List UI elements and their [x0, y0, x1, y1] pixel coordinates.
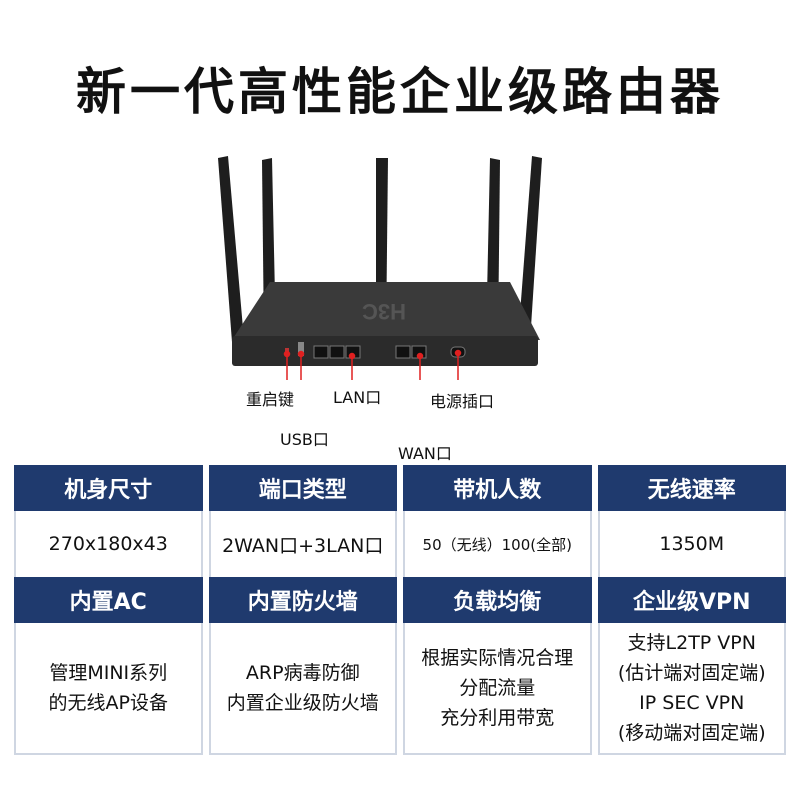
- spec-header: 负载均衡: [403, 577, 592, 623]
- router-image: H3C: [218, 156, 542, 380]
- spec-header: 内置防火墙: [208, 577, 397, 623]
- spec-value: 1350M: [597, 511, 786, 577]
- spec-value: ARP病毒防御 内置企业级防火墙: [208, 623, 397, 755]
- spec-value: 50（无线）100(全部): [403, 511, 592, 577]
- spec-value: 根据实际情况合理 分配流量 充分利用带宽: [403, 623, 592, 755]
- antenna-1: [218, 156, 244, 342]
- router-body-top: [232, 282, 540, 340]
- router-logo: H3C: [362, 299, 406, 324]
- spec-value: 270x180x43: [14, 511, 203, 577]
- spec-header: 企业级VPN: [597, 577, 786, 623]
- router-body-front: [232, 336, 538, 366]
- spec-header: 机身尺寸: [14, 465, 203, 511]
- label-wan: WAN口: [398, 444, 452, 463]
- antenna-5: [518, 156, 542, 342]
- label-power: 电源插口: [430, 392, 495, 411]
- spec-table: 机身尺寸 端口类型 带机人数 无线速率 270x180x43 2WAN口+3LA…: [14, 465, 786, 755]
- label-usb: USB口: [280, 430, 329, 449]
- spec-value: 管理MINI系列 的无线AP设备: [14, 623, 203, 755]
- spec-header: 端口类型: [208, 465, 397, 511]
- spec-value: 2WAN口+3LAN口: [208, 511, 397, 577]
- spec-header: 带机人数: [403, 465, 592, 511]
- label-lan: LAN口: [333, 388, 382, 407]
- spec-header: 内置AC: [14, 577, 203, 623]
- spec-value: 支持L2TP VPN (估计端对固定端) IP SEC VPN (移动端对固定端…: [597, 623, 786, 755]
- spec-header: 无线速率: [597, 465, 786, 511]
- page-title: 新一代高性能企业级路由器: [76, 63, 724, 121]
- label-reset: 重启键: [246, 390, 295, 409]
